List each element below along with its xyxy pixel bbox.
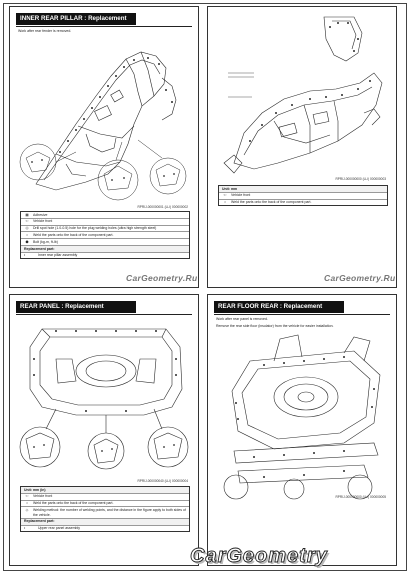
pillar-drawing — [19, 51, 187, 201]
title-rule — [16, 314, 192, 315]
rear-side-drawing — [223, 16, 383, 174]
vehicle-front-arrow-icon: ⇦ — [25, 219, 29, 224]
legend-replacement-row: • Upper rear panel assembly — [24, 526, 81, 531]
figure-code: RPRIJ-000000001 (LLI) 000000002 — [137, 205, 188, 209]
page-title: INNER REAR PILLAR : Replacement — [16, 13, 136, 25]
adhesive-icon: ▦ — [25, 212, 29, 217]
page-title: REAR PANEL : Replacement — [16, 301, 136, 313]
legend-box: Unit: mm ⇦ Vehicle front ○ Weld the part… — [218, 185, 388, 207]
page-inner-rear-pillar: INNER REAR PILLAR : Replacement Work aft… — [9, 6, 199, 288]
page-rear-panel: REAR PANEL : Replacement — [9, 294, 199, 566]
legend-weld-back: ○ Weld the parts onto the back of the co… — [21, 232, 189, 240]
legend-box: Unit: mm (in) ⇦ Vehicle front ○ Weld the… — [20, 486, 190, 533]
figure-code: RPRIJ-000000040 (LLI) 000000004 — [137, 479, 188, 483]
vehicle-front-arrow-icon: ⇦ — [25, 494, 29, 499]
legend-bolt: ⬢ Bolt (kg-m, ft-lb) — [21, 239, 189, 246]
legend-drill-hole: ◎ Drill spot hole (1.0-0.5) hole for the… — [21, 226, 189, 233]
intro-text-2: Remove the rear side floor (insulator) f… — [216, 324, 334, 328]
legend-weld-back: ○ Weld the parts onto the back of the co… — [21, 501, 189, 508]
weld-back-icon: ○ — [25, 501, 29, 506]
page-rear-side-assembly: RPRIJ-000000000 (LLI) 000000003 Unit: mm… — [207, 6, 397, 288]
legend-replacement-label: Replacement part: — [21, 518, 189, 526]
legend-vehicle-front: ⇦ Vehicle front — [21, 219, 189, 226]
legend-replacement-label: Replacement part: — [21, 245, 189, 253]
vehicle-front-arrow-icon: ⇦ — [223, 193, 227, 198]
intro-text: Work after rear panel is removed. — [216, 317, 268, 321]
legend-vehicle-front: ⇦ Vehicle front — [21, 494, 189, 501]
watermark-small: CarGeometry.Ru — [324, 273, 396, 283]
page-rear-floor-rear: REAR FLOOR REAR : Replacement Work after… — [207, 294, 397, 566]
legend-unit: Unit: mm (in) — [21, 487, 189, 494]
title-rule — [16, 26, 192, 27]
watermark-big-shadow: CarGeometry — [192, 547, 330, 569]
legend-weld-back: ○ Weld the parts onto the back of the co… — [219, 200, 387, 206]
rear-panel-drawing — [19, 328, 189, 470]
welding-method-icon: ◇ — [25, 507, 29, 512]
legend-unit: Unit: mm — [219, 186, 387, 193]
drill-hole-icon: ◎ — [25, 226, 29, 231]
page-title: REAR FLOOR REAR : Replacement — [214, 301, 344, 313]
weld-back-icon: ○ — [223, 200, 227, 205]
rear-floor-drawing — [223, 334, 381, 500]
legend-box: ▦ Adhesive ⇦ Vehicle front ◎ Drill spot … — [20, 211, 190, 260]
legend-vehicle-front: ⇦ Vehicle front — [219, 193, 387, 200]
sheet-frame — [3, 3, 407, 571]
figure-code: RPRIJ-000000000 (LLI) 000000003 — [335, 177, 386, 181]
legend-replacement-row: • Inner rear pillar assembly — [24, 253, 78, 258]
intro-text: Work after rear fender is removed. — [18, 29, 72, 33]
watermark-big: CarGeometry — [190, 545, 328, 568]
title-rule — [214, 314, 390, 315]
figure-code: RPRIJ-000000000 (LLI) 000000005 — [335, 495, 386, 499]
bolt-icon: ⬢ — [25, 239, 29, 244]
legend-welding-method: ◇ Welding method: the number of welding … — [21, 507, 189, 519]
watermark-small: CarGeometry.Ru — [126, 273, 198, 283]
legend-adhesive: ▦ Adhesive — [21, 212, 189, 219]
weld-back-icon: ○ — [25, 232, 29, 237]
